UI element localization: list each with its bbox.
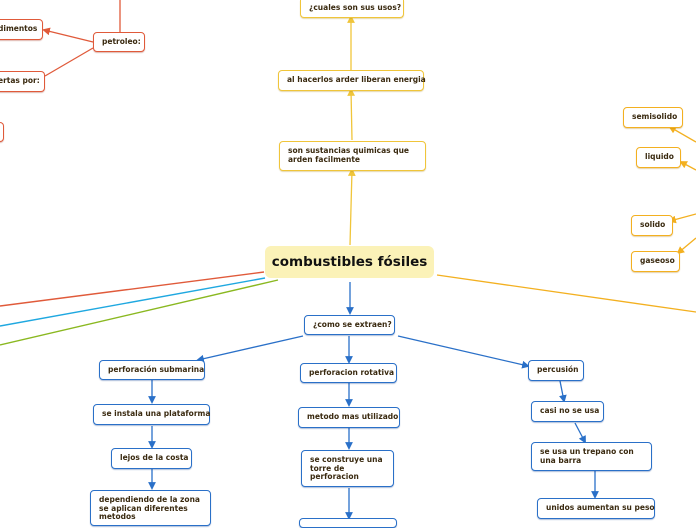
link-extraen-submarina bbox=[196, 335, 304, 363]
node-trepano[interactable]: se usa un trepano con una barra bbox=[531, 442, 652, 471]
node-alimentos-partial[interactable]: dimentos bbox=[0, 19, 43, 40]
link-petroleo-alimentos bbox=[42, 27, 94, 43]
node-submarina[interactable]: perforación submarina bbox=[99, 360, 205, 380]
link-liquido bbox=[679, 161, 696, 171]
node-plataforma[interactable]: se instala una plataforma bbox=[93, 404, 210, 425]
node-metodos[interactable]: dependiendo de la zona se aplican difere… bbox=[90, 490, 211, 526]
link-center-green bbox=[0, 279, 279, 346]
node-unidos[interactable]: unidos aumentan su peso bbox=[537, 498, 655, 519]
node-gaseoso[interactable]: gaseoso bbox=[631, 251, 680, 272]
node-rotativa[interactable]: perforacion rotativa bbox=[300, 363, 397, 383]
node-arder[interactable]: al hacerlos arder liberan energia bbox=[278, 70, 426, 91]
central-topic[interactable]: combustibles fósiles bbox=[265, 246, 434, 278]
node-semisolido[interactable]: semisolido bbox=[623, 107, 683, 128]
node-torre[interactable]: se construye una torre de perforacion bbox=[301, 450, 394, 487]
node-costa[interactable]: lejos de la costa bbox=[111, 448, 192, 469]
link-center-sustancias bbox=[347, 168, 356, 246]
node-usos[interactable]: ¿cuales son sus usos? bbox=[300, 0, 404, 18]
node-ciertas-partial[interactable]: ertas por: bbox=[0, 71, 45, 92]
link-center-red bbox=[0, 271, 265, 307]
node-extraen[interactable]: ¿como se extraen? bbox=[304, 315, 395, 335]
link-center-cyan bbox=[0, 277, 266, 327]
node-left-partial[interactable] bbox=[0, 122, 4, 142]
node-casi-no-se-usa[interactable]: casi no se usa bbox=[531, 401, 604, 422]
link-percusion-casi bbox=[559, 380, 567, 403]
link-petroleo-ciertas bbox=[44, 47, 94, 77]
link-casi-trepano bbox=[574, 422, 586, 444]
node-petroleo[interactable]: petroleo: bbox=[93, 32, 145, 52]
node-percusion[interactable]: percusión bbox=[528, 360, 584, 381]
link-center-right bbox=[436, 274, 696, 313]
link-gaseoso bbox=[676, 237, 696, 255]
node-liquido[interactable]: liquido bbox=[636, 147, 681, 168]
link-solido bbox=[668, 213, 696, 224]
link-sustancias-arder bbox=[347, 88, 356, 141]
node-solido[interactable]: solido bbox=[631, 215, 673, 236]
node-utilizado[interactable]: metodo mas utilizado bbox=[298, 407, 400, 428]
node-sustancias[interactable]: son sustancias quimicas que arden facilm… bbox=[279, 141, 426, 171]
link-semisolido bbox=[668, 126, 696, 143]
link-extraen-percusion bbox=[397, 335, 530, 369]
